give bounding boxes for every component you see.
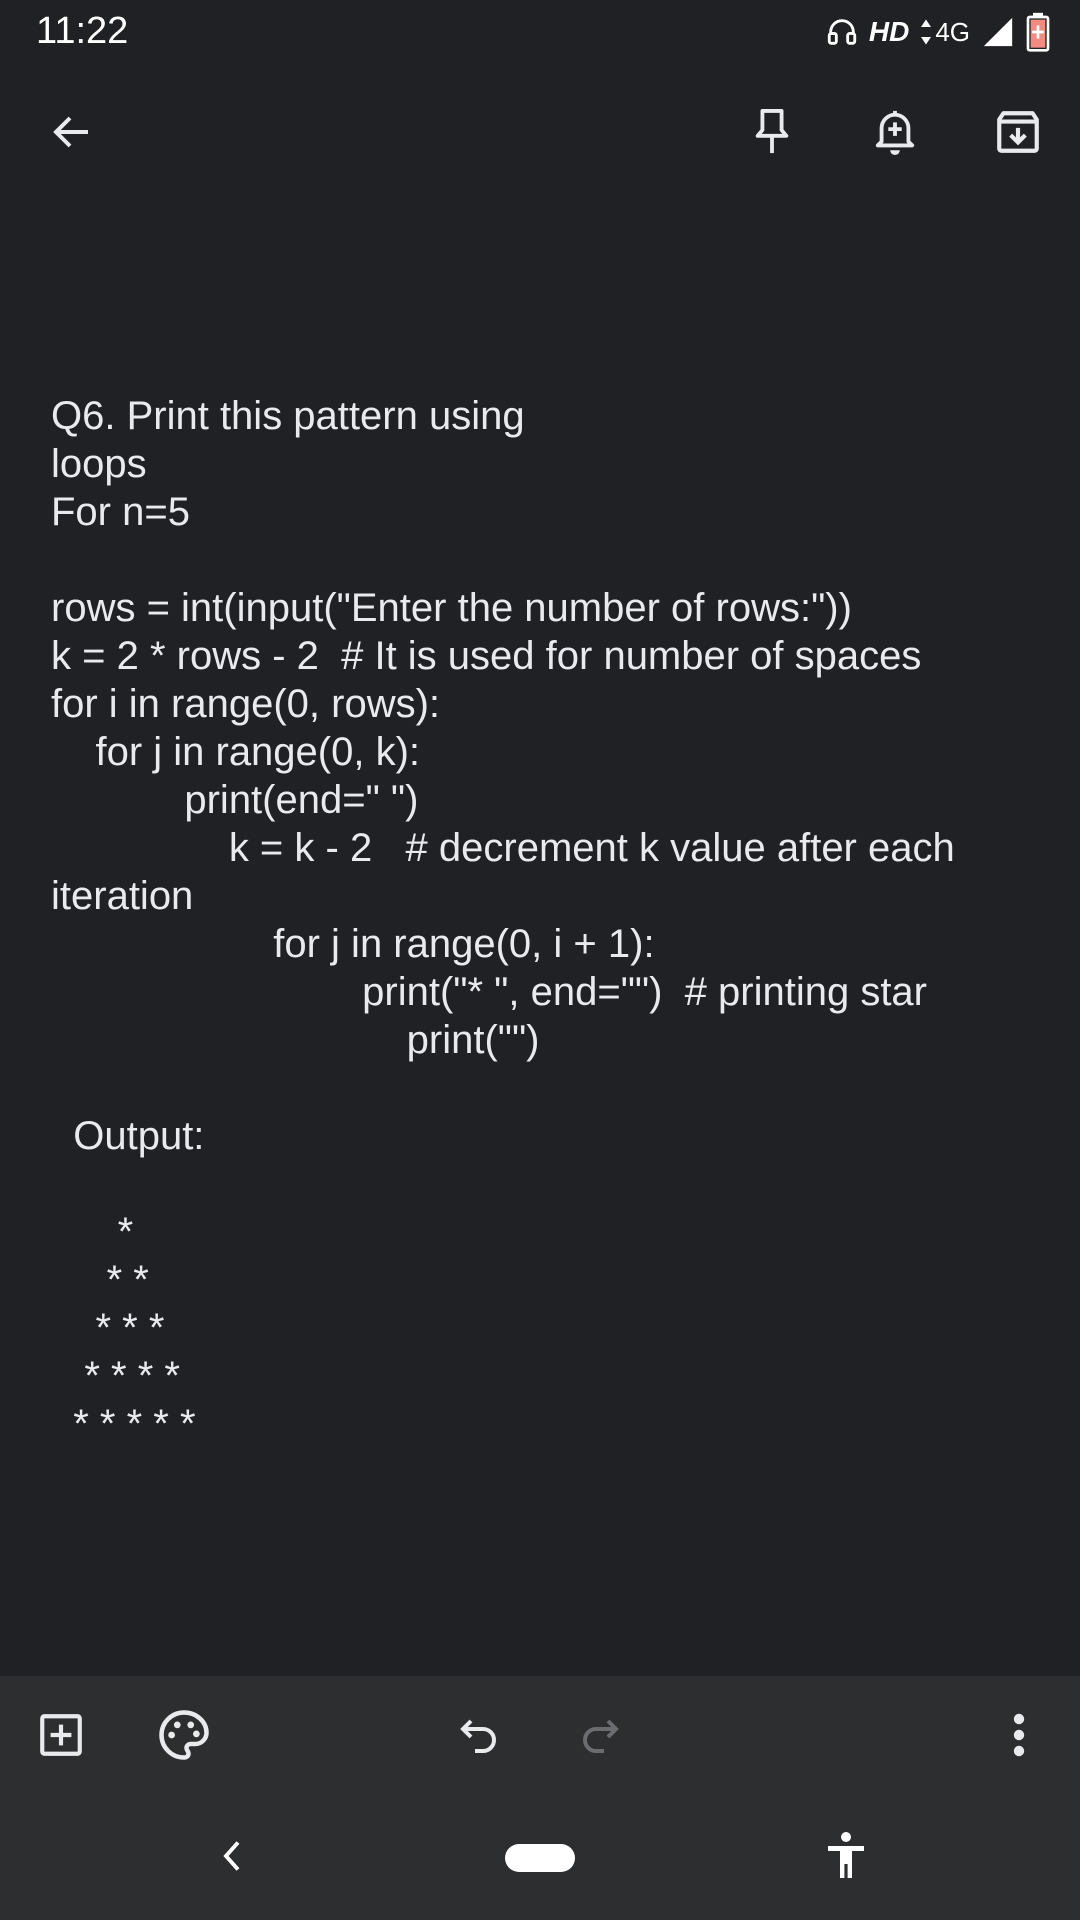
note-line: * [51, 1210, 134, 1254]
nav-back-icon [217, 1838, 247, 1879]
network-indicator: 4G [919, 17, 970, 48]
note-line [51, 1160, 1041, 1208]
hd-badge: HD [868, 16, 910, 47]
pin-button[interactable] [730, 90, 814, 174]
note-line: k = 2 * rows - 2 # It is used for number… [51, 634, 922, 678]
network-type: 4G [935, 16, 970, 47]
note-line: Q6. Print this pattern using [51, 394, 525, 438]
note-line: for j in range(0, k): [51, 730, 421, 774]
redo-button[interactable] [555, 1690, 645, 1780]
note-line [51, 1064, 1041, 1112]
add-content-button[interactable] [16, 1690, 106, 1780]
pin-icon [749, 106, 795, 158]
note-line: for i in range(0, rows): [51, 682, 441, 726]
note-line: print("* ", end="") # printing star [51, 970, 927, 1014]
note-line: print("") [51, 1018, 540, 1062]
reminder-button[interactable] [853, 90, 937, 174]
note-line: rows = int(input("Enter the number of ro… [51, 586, 852, 630]
note-line [51, 536, 1041, 584]
note-line: iteration [51, 874, 194, 918]
reminder-bell-icon [872, 106, 918, 158]
palette-icon [157, 1708, 211, 1762]
battery-charging-icon [1026, 12, 1050, 52]
note-line: * * * [51, 1306, 165, 1350]
status-icons: HD 4G [825, 10, 1050, 54]
status-time: 11:22 [36, 10, 129, 52]
note-line: * * [51, 1258, 149, 1302]
note-line: k = k - 2 # decrement k value after each [51, 826, 955, 870]
back-arrow-icon [48, 108, 96, 156]
system-nav-bar [0, 1796, 1080, 1920]
archive-button[interactable] [976, 90, 1060, 174]
note-line: print(end=" ") [51, 778, 419, 822]
data-arrows-icon [919, 17, 933, 47]
note-line: loops [51, 442, 147, 486]
note-line: Output: [51, 1114, 205, 1158]
redo-icon [576, 1711, 624, 1759]
undo-button[interactable] [434, 1690, 524, 1780]
nav-back-button[interactable] [190, 1816, 274, 1900]
note-line: * * * * * [51, 1402, 196, 1446]
background-options-button[interactable] [139, 1690, 229, 1780]
accessibility-button[interactable] [804, 1816, 888, 1900]
status-bar: 11:22 HD 4G [0, 0, 1080, 64]
more-options-button[interactable] [974, 1690, 1064, 1780]
note-line: For n=5 [51, 490, 190, 534]
signal-icon [980, 15, 1016, 49]
archive-icon [993, 107, 1043, 157]
note-line: for j in range(0, i + 1): [51, 922, 655, 966]
more-vert-icon [1011, 1710, 1027, 1760]
accessibility-icon [822, 1830, 870, 1887]
editor-bar [0, 1676, 1080, 1796]
home-pill[interactable] [505, 1844, 575, 1872]
note-line: * * * * [51, 1354, 180, 1398]
headphones-icon [825, 15, 859, 49]
undo-icon [455, 1711, 503, 1759]
note-toolbar [0, 90, 1080, 174]
back-button[interactable] [30, 90, 114, 174]
add-box-icon [36, 1710, 86, 1760]
